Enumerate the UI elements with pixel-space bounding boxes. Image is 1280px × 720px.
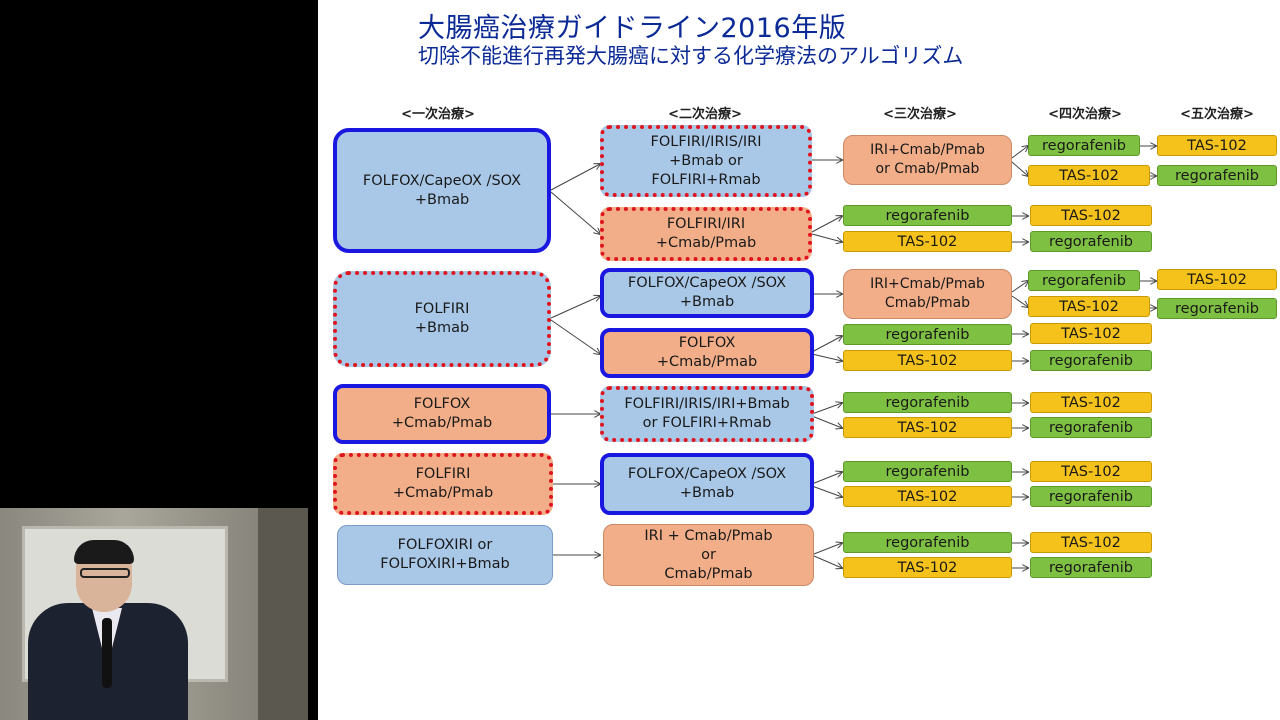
box-text: FOLFOX/CapeOX /SOX <box>627 275 787 291</box>
regorafenib-pill: regorafenib <box>1028 135 1140 156</box>
box-text: FOLFOXIRI+Bmab <box>380 556 510 572</box>
box-text: FOLFIRI/IRIS/IRI <box>650 133 762 150</box>
tas102-pill: TAS-102 <box>1030 323 1152 344</box>
regorafenib-pill: regorafenib <box>1030 557 1152 578</box>
box-text: +Bmab <box>414 191 470 208</box>
regorafenib-pill: regorafenib <box>1030 350 1152 371</box>
microphone <box>102 618 112 688</box>
third-line-box: IRI+Cmab/Pmab Cmab/Pmab <box>843 269 1012 319</box>
regorafenib-pill: regorafenib <box>1030 486 1152 507</box>
second-line-box: FOLFOX/CapeOX /SOX +Bmab <box>600 453 814 515</box>
third-line-box: IRI+Cmab/Pmab or Cmab/Pmab <box>843 135 1012 185</box>
box-text: or FOLFIRI+Rmab <box>642 415 772 431</box>
box-text: IRI + Cmab/Pmab <box>644 527 773 544</box>
regorafenib-pill: regorafenib <box>1157 165 1277 186</box>
speaker-hair <box>74 540 134 564</box>
header-third-line: <三次治療> <box>883 107 957 122</box>
box-text: Cmab/Pmab <box>884 295 971 311</box>
first-line-box: FOLFIRI +Bmab <box>333 271 551 367</box>
box-text: +Bmab <box>679 294 735 310</box>
tas102-pill: TAS-102 <box>1157 269 1277 290</box>
second-line-box: FOLFIRI/IRIS/IRI +Bmab or FOLFIRI+Rmab <box>600 125 812 197</box>
regorafenib-pill: regorafenib <box>843 324 1012 345</box>
box-text: FOLFOX/CapeOX /SOX <box>627 466 787 482</box>
first-line-box: FOLFIRI +Cmab/Pmab <box>333 453 553 515</box>
box-text: or Cmab/Pmab <box>875 161 980 177</box>
tas102-pill: TAS-102 <box>1030 461 1152 482</box>
box-text: FOLFOXIRI or <box>397 537 493 553</box>
tas102-pill: TAS-102 <box>843 231 1012 252</box>
box-text: IRI+Cmab/Pmab <box>870 142 985 158</box>
box-text: or <box>701 546 716 563</box>
tas102-pill: TAS-102 <box>1030 205 1152 226</box>
speaker-glasses <box>80 568 130 578</box>
box-text: FOLFIRI+Rmab <box>651 171 761 188</box>
tas102-pill: TAS-102 <box>1030 532 1152 553</box>
regorafenib-pill: regorafenib <box>1157 298 1277 319</box>
box-text: +Bmab <box>679 485 735 501</box>
box-text: FOLFOX <box>413 396 471 412</box>
slide-subtitle: 切除不能進行再発大腸癌に対する化学療法のアルゴリズム <box>418 44 964 68</box>
tas102-pill: TAS-102 <box>1030 392 1152 413</box>
regorafenib-pill: regorafenib <box>843 532 1012 553</box>
first-line-box: FOLFOX/CapeOX /SOX +Bmab <box>333 128 551 253</box>
tas102-pill: TAS-102 <box>1028 165 1150 186</box>
header-first-line: <一次治療> <box>401 107 475 122</box>
second-line-box: FOLFOX/CapeOX /SOX +Bmab <box>600 268 814 318</box>
box-text: FOLFIRI <box>415 466 471 482</box>
slide-title: 大腸癌治療ガイドライン2016年版 <box>418 13 847 44</box>
tas102-pill: TAS-102 <box>843 417 1012 438</box>
box-text: +Cmab/Pmab <box>391 415 493 431</box>
tas102-pill: TAS-102 <box>843 350 1012 371</box>
second-line-box: FOLFIRI/IRIS/IRI+Bmab or FOLFIRI+Rmab <box>600 386 814 442</box>
first-line-box: FOLFOX +Cmab/Pmab <box>333 384 551 444</box>
speaker-video-inset <box>0 508 308 720</box>
first-line-box: FOLFOXIRI or FOLFOXIRI+Bmab <box>337 525 553 585</box>
box-text: +Cmab/Pmab <box>655 235 757 251</box>
box-text: FOLFIRI/IRI <box>666 216 746 232</box>
second-line-box: IRI + Cmab/Pmab or Cmab/Pmab <box>603 524 814 586</box>
regorafenib-pill: regorafenib <box>1030 231 1152 252</box>
tas102-pill: TAS-102 <box>1028 296 1150 317</box>
box-text: +Cmab/Pmab <box>656 354 758 370</box>
regorafenib-pill: regorafenib <box>843 461 1012 482</box>
tas102-pill: TAS-102 <box>1157 135 1277 156</box>
regorafenib-pill: regorafenib <box>843 205 1012 226</box>
tas102-pill: TAS-102 <box>843 486 1012 507</box>
regorafenib-pill: regorafenib <box>843 392 1012 413</box>
header-fourth-line: <四次治療> <box>1048 107 1122 122</box>
box-text: +Cmab/Pmab <box>392 485 494 501</box>
box-text: +Bmab or <box>669 152 743 169</box>
box-text: FOLFIRI <box>414 301 470 317</box>
pillar <box>258 508 308 720</box>
box-text: Cmab/Pmab <box>664 565 753 582</box>
regorafenib-pill: regorafenib <box>1030 417 1152 438</box>
box-text: FOLFOX <box>678 335 736 351</box>
box-text: FOLFOX/CapeOX /SOX <box>362 172 522 189</box>
second-line-box: FOLFIRI/IRI +Cmab/Pmab <box>600 207 812 261</box>
header-fifth-line: <五次治療> <box>1180 107 1254 122</box>
box-text: FOLFIRI/IRIS/IRI+Bmab <box>624 396 790 412</box>
second-line-box: FOLFOX +Cmab/Pmab <box>600 328 814 378</box>
box-text: IRI+Cmab/Pmab <box>870 276 985 292</box>
box-text: +Bmab <box>414 320 470 336</box>
tas102-pill: TAS-102 <box>843 557 1012 578</box>
header-second-line: <二次治療> <box>668 107 742 122</box>
regorafenib-pill: regorafenib <box>1028 270 1140 291</box>
